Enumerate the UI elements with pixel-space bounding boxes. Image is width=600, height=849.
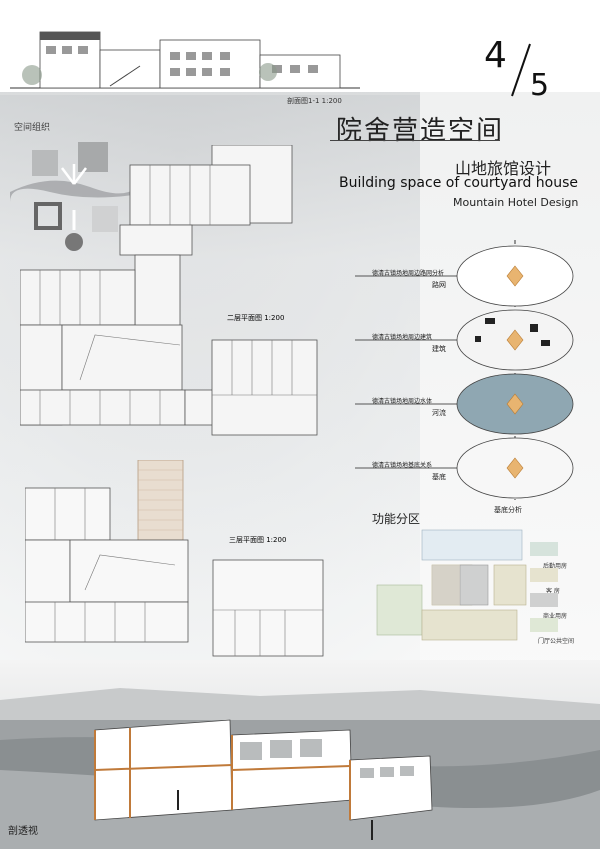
floor2-caption: 二层平面图 1:200: [227, 314, 285, 322]
subtitle-en-2: Mountain Hotel Design: [453, 196, 579, 209]
legend-swatch-2: [530, 568, 558, 582]
page-number: 4: [484, 35, 507, 76]
section-drawing: [10, 31, 360, 89]
function-zone-diagram: [376, 529, 527, 641]
analysis-note-2: 德清古镇场地周边建筑: [372, 334, 433, 341]
page-total: 5: [530, 68, 550, 103]
perspective-section: [0, 660, 600, 849]
floor2-plan: [20, 145, 318, 436]
subtitle-en: Building space of courtyard house: [339, 175, 579, 191]
analysis-footer: 基底分析: [494, 506, 522, 514]
space-organization-diagram: [10, 142, 140, 251]
analysis-caption-2: 建筑: [432, 345, 446, 353]
title-underline: [330, 140, 500, 141]
analysis-caption-3: 河流: [432, 409, 446, 417]
legend-label-1: 后勤用房: [543, 563, 568, 570]
legend-swatch-4: [530, 618, 558, 632]
floor3-plan: [25, 460, 324, 657]
site-analysis-diagram: [355, 240, 574, 500]
analysis-note-1: 德清古镇场地周边路网分析: [372, 270, 445, 277]
analysis-caption-4: 基底: [432, 473, 446, 481]
analysis-note-4: 德清古镇场地基底关系: [372, 462, 433, 469]
legend-label-2: 客 房: [546, 588, 560, 595]
legend-label-3: 商业用房: [543, 613, 568, 620]
page-title: 院舍营造空间: [336, 116, 505, 146]
section-caption: 剖面图1-1 1:200: [287, 97, 342, 105]
legend-swatch-3: [530, 593, 558, 607]
legend-label-4: 门厅公共空间: [538, 638, 575, 645]
perspective-caption: 剖透视: [8, 826, 38, 837]
analysis-caption-1: 路网: [432, 281, 446, 289]
legend-swatch-1: [530, 542, 558, 556]
page-slash: [511, 43, 531, 97]
space-organization-label: 空间组织: [14, 123, 51, 133]
function-zone-title: 功能分区: [372, 512, 421, 526]
subtitle-cn: 山地旅馆设计: [455, 159, 552, 178]
floor3-caption: 三层平面图 1:200: [229, 536, 287, 544]
analysis-note-3: 德清古镇场地周边水体: [372, 398, 433, 405]
